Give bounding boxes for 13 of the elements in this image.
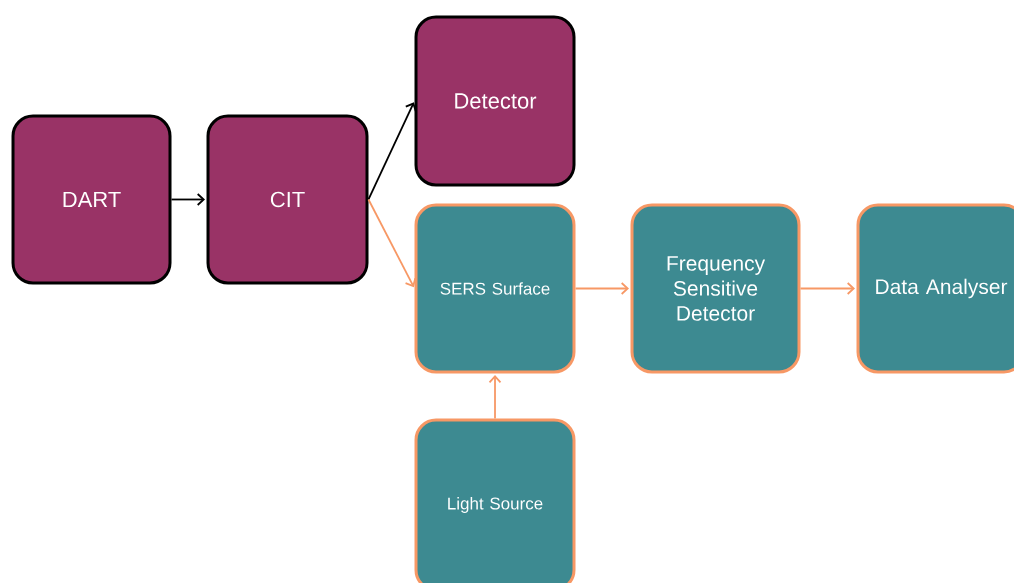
process-box: SERS Surface: [414, 203, 576, 374]
process-box: DART: [11, 114, 172, 285]
process-box: Detector: [414, 15, 576, 187]
process-box: Light Source: [414, 418, 576, 583]
arrow: [367, 102, 417, 201]
arrow: [170, 193, 205, 206]
arrow: [367, 198, 417, 288]
process-box: Frequency Sensitive Detector: [630, 203, 801, 374]
arrow: [488, 375, 502, 420]
process-box: Data Analyser: [856, 203, 1014, 374]
arrow: [574, 282, 629, 295]
process-box: CIT: [206, 114, 369, 285]
arrow: [799, 282, 855, 295]
